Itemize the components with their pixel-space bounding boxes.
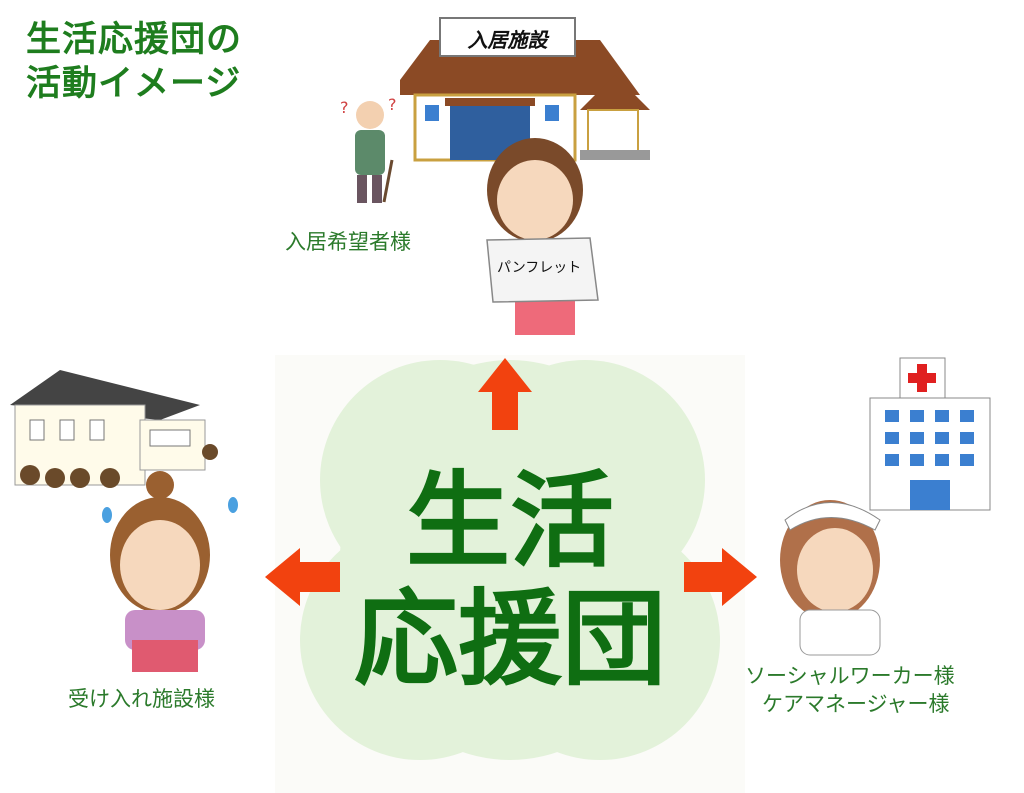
- center-title-line-2: 応援団: [353, 578, 666, 700]
- elderly-man-illustration: ? ?: [340, 95, 397, 203]
- worried-woman-illustration: [102, 471, 238, 672]
- facility-sign: 入居施設: [467, 28, 548, 52]
- arrow-left-icon: [265, 548, 340, 606]
- page-title: 生活応援団の 活動イメージ: [26, 18, 242, 106]
- social-worker-label: ソーシャルワーカー様: [745, 664, 955, 688]
- applicant-label: 入居希望者様: [285, 230, 411, 254]
- title-line-1: 生活応援団の: [26, 20, 243, 60]
- nurse-illustration: [780, 500, 881, 656]
- care-manager-label: ケアマネージャー様: [762, 692, 950, 716]
- center-title-line-1: 生活: [405, 460, 614, 582]
- arrow-up-icon: [478, 358, 532, 430]
- title-line-2: 活動イメージ: [26, 64, 242, 104]
- pamphlet-text: パンフレット: [497, 260, 582, 276]
- svg-text:?: ?: [340, 98, 349, 117]
- arrow-right-icon: [684, 548, 757, 606]
- girl-with-pamphlet-illustration: [486, 138, 599, 335]
- receiving-facility-label: 受け入れ施設様: [68, 687, 215, 711]
- receiving-facility-illustration: [10, 370, 218, 488]
- svg-text:?: ?: [388, 95, 397, 114]
- hospital-illustration: [869, 357, 991, 511]
